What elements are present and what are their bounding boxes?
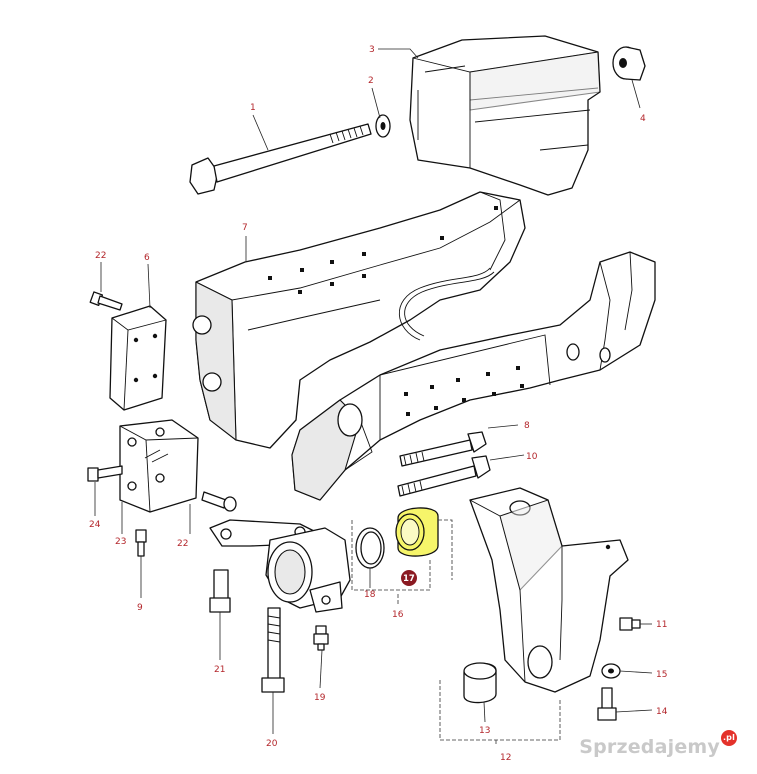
part-14-bolt (597, 687, 617, 721)
callout-11: 11 (656, 620, 667, 630)
callout-20: 20 (266, 739, 278, 749)
callout-3: 3 (369, 45, 375, 55)
callout-24: 24 (89, 520, 101, 530)
callout-8: 8 (524, 421, 530, 431)
callout-12: 12 (500, 753, 511, 763)
callout-22-lower: 22 (177, 539, 188, 549)
callout-1: 1 (250, 103, 256, 113)
watermark-text: Sprzedajemy (579, 736, 720, 758)
part-9-pin (135, 529, 147, 557)
part-10-bolt (397, 455, 491, 497)
watermark-suffix-badge: .pl (721, 730, 737, 746)
callout-21: 21 (214, 665, 225, 675)
callout-6: 6 (144, 253, 150, 263)
part-16-pivot-housing (209, 519, 351, 613)
callout-17-badge (401, 570, 417, 586)
callout-14: 14 (656, 707, 668, 717)
callout-10: 10 (526, 452, 538, 462)
part-22-upper-screw (89, 291, 123, 311)
callout-22-upper: 22 (95, 251, 106, 261)
callout-17: 17 (403, 574, 415, 584)
part-21-bolt (209, 569, 231, 613)
callout-7: 7 (242, 223, 248, 233)
part-2-washer (375, 114, 391, 138)
callout-19: 19 (314, 693, 326, 703)
callout-4: 4 (640, 114, 646, 124)
part-18-o-ring (355, 527, 385, 569)
part-22-lower-screw (201, 491, 237, 512)
callout-9: 9 (137, 603, 143, 613)
part-8-bolt (399, 431, 487, 467)
part-17-bushing-highlighted (395, 507, 439, 557)
callout-leaders (94, 48, 653, 746)
watermark-logo: Sprzedajemy.pl (579, 730, 737, 758)
part-1-long-bolt (189, 123, 372, 195)
part-23-bracket-plate (119, 419, 199, 513)
callout-labels: 1 2 3 4 6 7 8 9 10 11 12 13 14 15 16 17 … (89, 45, 668, 763)
callout-2: 2 (368, 76, 374, 86)
part-12-support-bracket (469, 487, 629, 693)
part-6-plate (109, 305, 167, 411)
part-19-grease-nipple (313, 625, 329, 651)
callout-18: 18 (364, 590, 376, 600)
part-11-fitting (619, 617, 641, 631)
part-15-nut (601, 663, 621, 679)
part-20-long-bolt (261, 607, 285, 693)
callout-16: 16 (392, 610, 404, 620)
part-24-bolt (87, 465, 123, 482)
callout-15: 15 (656, 670, 667, 680)
part-frame-cross-member (291, 251, 656, 501)
callout-13: 13 (479, 726, 490, 736)
part-13-bushing (463, 662, 497, 704)
part-3-mount-block (409, 35, 601, 196)
callout-23: 23 (115, 537, 126, 547)
part-4-bush (612, 46, 646, 81)
part-7-main-frame (192, 191, 526, 449)
